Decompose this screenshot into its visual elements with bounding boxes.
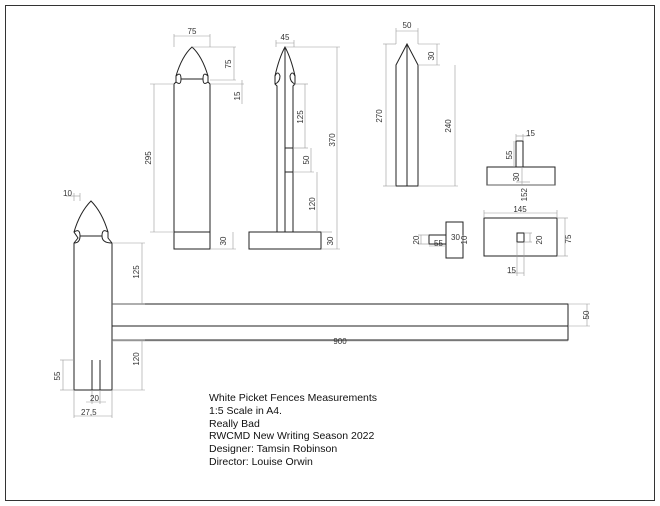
fence-post-outline [73, 200, 113, 391]
dim-145: 145 [513, 205, 527, 214]
title-block-notes: White Picket Fences Measurements 1:5 Sca… [209, 392, 469, 469]
dim-152: 152 [520, 187, 529, 201]
fence-elevation-dimensions [60, 193, 590, 418]
dim-10-a: 10 [460, 235, 469, 244]
notes-season: RWCMD New Writing Season 2022 [209, 430, 375, 443]
dim-55-c: 55 [53, 371, 62, 380]
dim-900: 900 [333, 337, 347, 346]
dim-15-b: 15 [526, 129, 535, 138]
pointed-plank-dimensions [383, 28, 458, 187]
picket-side-view [248, 45, 322, 250]
dim-270: 270 [375, 109, 384, 123]
picket-front-dimensions [150, 34, 244, 250]
base-t-section [486, 140, 556, 186]
small-bracket-dimensions [418, 234, 464, 247]
dim-20-b: 20 [535, 235, 544, 244]
dim-10-b: 10 [63, 189, 72, 198]
picket-side-base [248, 231, 322, 250]
dim-50-b: 50 [582, 310, 591, 319]
dim-75-side: 75 [224, 59, 233, 68]
dim-50-top: 50 [403, 21, 412, 30]
fence-bottom-rail [111, 325, 569, 341]
picket-front-base [173, 231, 211, 250]
dim-295: 295 [144, 151, 153, 165]
dim-120-a: 120 [308, 197, 317, 211]
dim-15-c: 15 [507, 266, 516, 275]
dim-75-top: 75 [188, 27, 197, 36]
picket-side-right-notch [289, 72, 296, 85]
t-section-stem [515, 140, 524, 168]
notes-scale: 1:5 Scale in A4. [209, 404, 282, 417]
dim-27-5: 27,5 [81, 408, 97, 417]
notes-designer: Designer: Tamsin Robinson [209, 443, 338, 456]
dim-125-a: 125 [296, 110, 305, 124]
bracket-arm [428, 234, 447, 245]
picket-side-dimensions [275, 40, 340, 250]
dim-55-a: 55 [505, 150, 514, 159]
picket-side-left-notch [274, 72, 281, 85]
block-plan [483, 217, 558, 257]
block-plan-dimensions [483, 210, 568, 276]
dim-20-c: 20 [90, 394, 99, 403]
pointed-plank [395, 42, 419, 187]
dim-120-b: 120 [132, 352, 141, 366]
dim-20-a: 20 [412, 235, 421, 244]
dim-45: 45 [281, 33, 290, 42]
notes-production: Really Bad [209, 417, 260, 430]
dim-125-b: 125 [132, 265, 141, 279]
dim-55-b: 55 [434, 239, 443, 248]
dim-30-a: 30 [219, 236, 228, 245]
dim-50-a: 50 [302, 155, 311, 164]
small-bracket [428, 221, 464, 259]
fence-elevation [73, 200, 569, 391]
dim-30-d: 30 [512, 172, 521, 181]
picket-front-view [173, 46, 211, 250]
dim-240: 240 [444, 119, 453, 133]
dim-30-c: 30 [427, 51, 436, 60]
sheet-border [5, 5, 655, 501]
picket-front-outline [173, 46, 211, 233]
t-section-dimensions [487, 134, 555, 186]
notes-director: Director: Louise Orwin [209, 455, 313, 468]
block-plan-slot [516, 232, 525, 243]
dim-75-c: 75 [564, 234, 573, 243]
dim-30-b: 30 [326, 236, 335, 245]
dim-30-e: 30 [451, 233, 460, 242]
notes-title: White Picket Fences Measurements [209, 392, 378, 404]
dim-370: 370 [328, 133, 337, 147]
fence-top-rail [111, 303, 569, 327]
dim-15-side: 15 [233, 91, 242, 100]
